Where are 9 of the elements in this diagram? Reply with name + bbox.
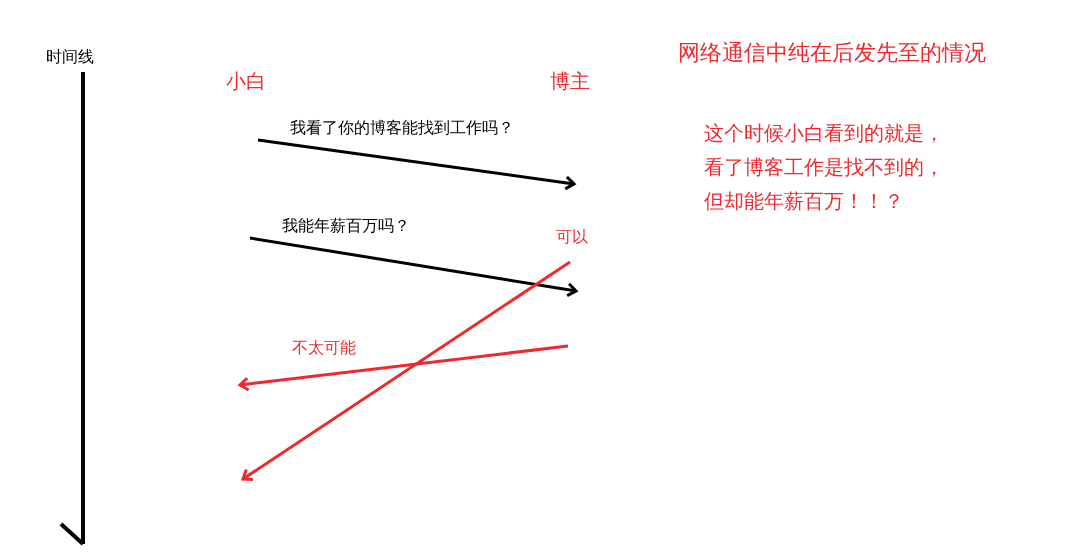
message-label: 不太可能 xyxy=(292,337,356,359)
axis-label: 时间线 xyxy=(46,46,94,68)
message-label: 我看了你的博客能找到工作吗？ xyxy=(290,117,514,139)
participant-label: 小白 xyxy=(226,68,266,95)
message-label: 可以 xyxy=(556,226,588,248)
title: 网络通信中纯在后发先至的情况 xyxy=(678,39,986,67)
note: 这个时候小白看到的就是，看了博客工作是找不到的，但却能年薪百万！！？ xyxy=(704,120,945,215)
participant-label: 博主 xyxy=(550,68,590,95)
message-label: 我能年薪百万吗？ xyxy=(282,215,410,237)
